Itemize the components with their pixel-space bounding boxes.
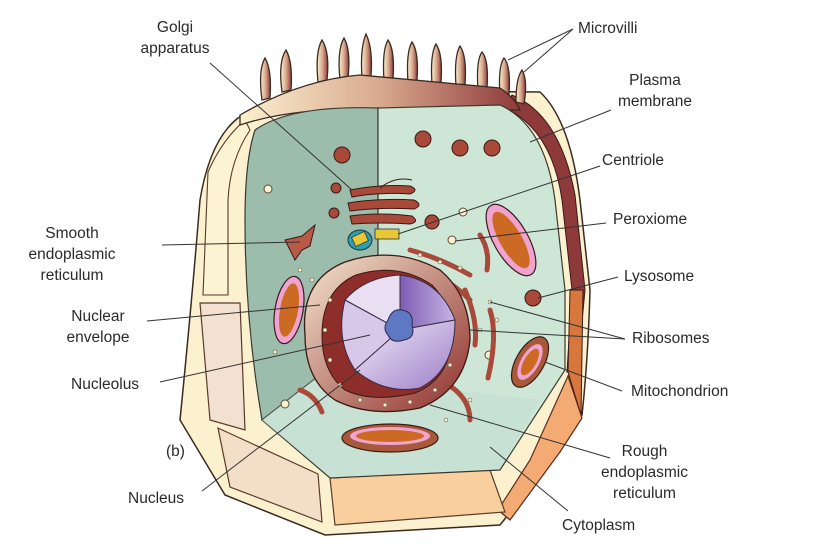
nucleolus: [384, 309, 414, 342]
label-golgi-apparatus: Golgi apparatus: [140, 19, 210, 57]
label-microvilli: Microvilli: [578, 20, 638, 37]
golgi-apparatus: [347, 178, 420, 225]
leader-lines: [146, 28, 626, 512]
centriole: [347, 228, 400, 251]
label-peroxisome: Peroxiome: [613, 211, 688, 228]
mitochondrion-left: [273, 275, 305, 345]
label-nuclear-envelope: Nuclear envelope: [66, 308, 130, 346]
label-lysosome: Lysosome: [624, 268, 695, 285]
microvilli: [239, 32, 527, 126]
panel-label: (b): [166, 443, 185, 460]
nucleus: [341, 274, 456, 391]
label-rough-er: Rough endoplasmic reticulum: [600, 443, 689, 502]
label-cytoplasm: Cytoplasm: [562, 517, 636, 534]
label-ribosomes: Ribosomes: [632, 330, 710, 347]
lysosome: [524, 289, 542, 307]
label-mitochondrion: Mitochondrion: [631, 383, 729, 400]
label-centriole: Centriole: [602, 152, 665, 169]
label-nucleus: Nucleus: [128, 490, 184, 507]
vesicles: [328, 130, 542, 307]
label-smooth-er: Smooth endoplasmic reticulum: [28, 225, 116, 284]
label-nucleolus: Nucleolus: [71, 376, 140, 393]
mitochondrion-right-top: [485, 203, 537, 277]
mitochondrion-bottom: [341, 423, 439, 453]
mitochondrion-right-bottom: [510, 336, 550, 388]
label-plasma-membrane: Plasma membrane: [617, 72, 693, 110]
